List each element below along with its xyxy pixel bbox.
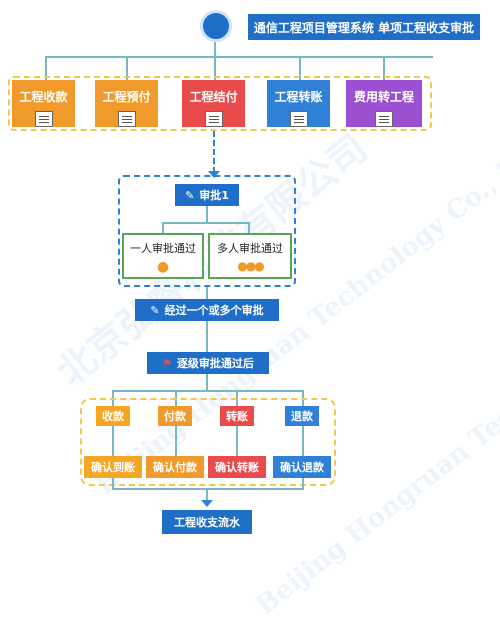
confirm-transfer[interactable]: 确认转账 (208, 456, 266, 478)
group-icon: ●●● (237, 259, 264, 273)
approval-group (118, 175, 296, 287)
item-project-transfer[interactable]: 工程转账 (267, 80, 330, 127)
item-label: 工程收款 (19, 90, 68, 104)
document-icon (34, 111, 53, 127)
document-icon (289, 111, 308, 127)
action-payment[interactable]: 付款 (158, 406, 192, 426)
confirm-receipt[interactable]: 确认到账 (84, 456, 142, 478)
item-expense-to-project[interactable]: 费用转工程 (346, 80, 422, 127)
multi-approval-card[interactable]: 多人审批通过 ●●● (208, 233, 292, 279)
approval-label: 审批1 (199, 189, 229, 202)
confirm-payment[interactable]: 确认付款 (146, 456, 204, 478)
confirm-refund[interactable]: 确认退款 (273, 456, 331, 478)
item-project-prepay[interactable]: 工程预付 (95, 80, 158, 127)
item-project-settlement[interactable]: 工程结付 (182, 80, 245, 127)
document-icon (204, 111, 223, 127)
document-icon (375, 111, 393, 127)
person-icon: ● (156, 259, 170, 275)
item-label: 工程转账 (274, 90, 323, 104)
item-label: 工程结付 (189, 90, 238, 104)
multi-approval-label: 多人审批通过 (217, 242, 283, 255)
single-approval-label: 一人审批通过 (130, 242, 196, 255)
page-title: 通信工程项目管理系统 单项工程收支审批 (248, 14, 480, 40)
action-refund[interactable]: 退款 (285, 406, 319, 426)
document-icon (117, 111, 136, 127)
item-label: 费用转工程 (353, 90, 414, 104)
final-step-label: 逐级审批通过后 (176, 357, 254, 370)
multi-step-approval-button[interactable]: ✎ 经过一个或多个审批 (135, 299, 279, 321)
action-receipt[interactable]: 收款 (96, 406, 130, 426)
final-approval-button[interactable]: ⚑ 逐级审批通过后 (147, 352, 269, 374)
item-project-receipt[interactable]: 工程收款 (12, 80, 75, 127)
pen-icon: ✎ (185, 188, 195, 202)
arrow-down-1 (213, 131, 215, 173)
item-label: 工程预付 (102, 90, 151, 104)
actions-group (80, 398, 336, 486)
arrow-head-icon (201, 500, 213, 507)
approval-1-button[interactable]: ✎ 审批1 (175, 184, 239, 206)
action-transfer[interactable]: 转账 (220, 406, 254, 426)
start-node (200, 10, 232, 42)
project-cashflow-button[interactable]: 工程收支流水 (162, 510, 252, 534)
arrow-head-icon (208, 171, 220, 178)
flag-icon: ⚑ (162, 356, 172, 370)
request-types-group (8, 76, 432, 131)
single-approval-card[interactable]: 一人审批通过 ● (122, 233, 204, 279)
multi-step-label: 经过一个或多个审批 (164, 304, 264, 317)
pen-icon: ✎ (150, 303, 160, 317)
